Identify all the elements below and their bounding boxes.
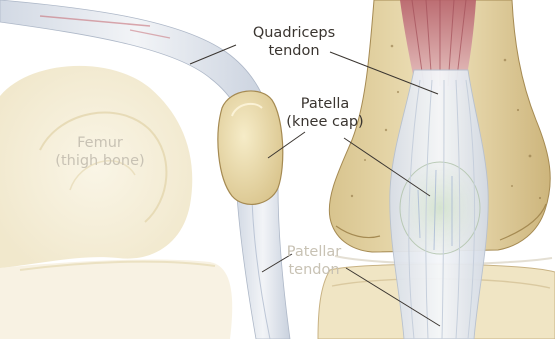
label-femur: Femur (thigh bone) xyxy=(48,134,152,170)
tibia-bone-left xyxy=(0,260,232,339)
label-patella-line1: Patella xyxy=(277,95,373,113)
patella-front xyxy=(400,162,480,254)
label-femur-line1: Femur xyxy=(48,134,152,152)
label-quadriceps-line1: Quadriceps xyxy=(238,24,350,42)
label-patellar-tendon: Patellar tendon xyxy=(272,243,356,279)
label-patellar-line2: tendon xyxy=(272,261,356,279)
label-patella: Patella (knee cap) xyxy=(277,95,373,131)
label-quadriceps-line2: tendon xyxy=(238,42,350,60)
front-view xyxy=(318,0,555,339)
patella-side xyxy=(218,91,283,204)
label-quadriceps-tendon: Quadriceps tendon xyxy=(238,24,350,60)
label-patella-line2: (knee cap) xyxy=(277,113,373,131)
label-patellar-line1: Patellar xyxy=(272,243,356,261)
label-femur-line2: (thigh bone) xyxy=(48,152,152,170)
